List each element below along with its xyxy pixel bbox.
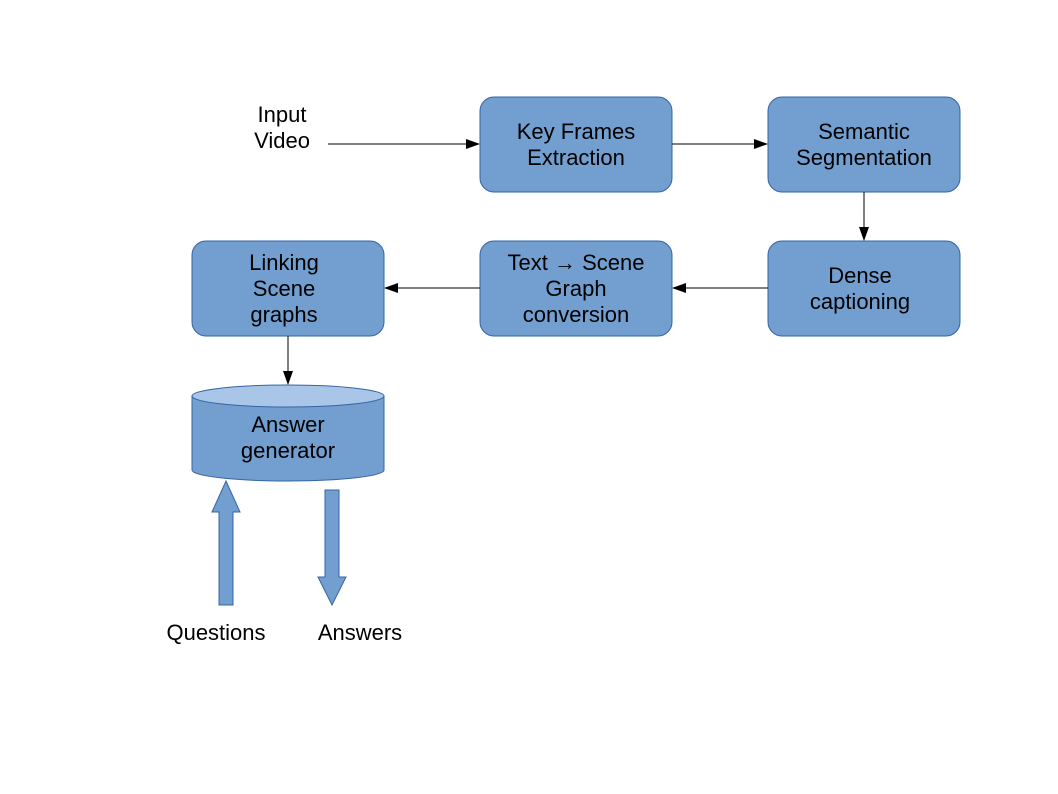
answers-label: Answers: [317, 620, 403, 645]
dense-captioning-label: Dense captioning: [809, 262, 911, 314]
answer-generator-label: Answer generator: [240, 412, 336, 463]
text-to-scene-graph-label: Text → Scene Graph conversion: [507, 249, 645, 327]
key-frames-label: Key Frames Extraction: [516, 118, 636, 170]
questions-up-arrow: [211, 479, 241, 606]
answers-down-arrow: [317, 489, 347, 607]
input-video-label: Input Video: [254, 102, 310, 153]
answer-generator-cylinder: [191, 384, 385, 482]
linking-scene-graphs-label: Linking Scene graphs: [249, 249, 319, 327]
semantic-segmentation-label: Semantic Segmentation: [796, 118, 932, 170]
questions-label: Questions: [166, 620, 266, 645]
